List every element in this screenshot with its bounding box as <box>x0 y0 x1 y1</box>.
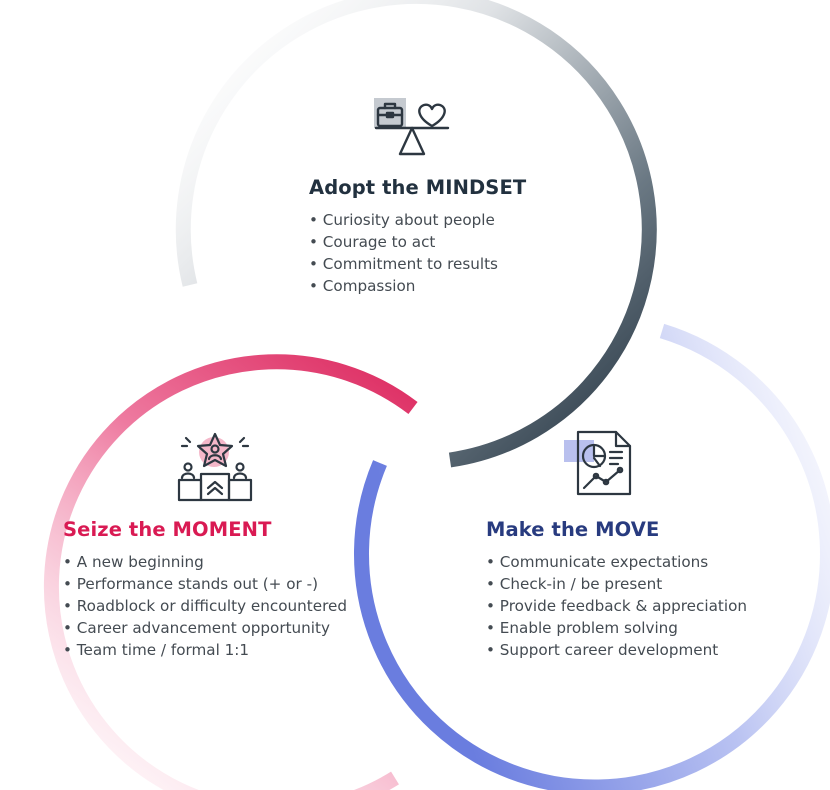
moment-title: Seize the MOMENT <box>63 518 347 541</box>
list-item: Curiosity about people <box>309 209 526 231</box>
list-item: Courage to act <box>309 231 526 253</box>
moment-title-prefix: Seize the <box>63 518 173 541</box>
moment-section: Seize the MOMENT A new beginning Perform… <box>63 518 347 661</box>
ring-mindset <box>175 0 657 468</box>
list-item: Check-in / be present <box>486 573 747 595</box>
moment-title-emphasis: MOMENT <box>172 518 272 541</box>
move-section: Make the MOVE Communicate expectations C… <box>486 518 747 661</box>
list-item: Roadblock or difficulty encountered <box>63 595 347 617</box>
mindset-section: Adopt the MINDSET Curiosity about people… <box>309 176 526 297</box>
star-podium-icon <box>177 432 253 502</box>
list-item: Team time / formal 1:1 <box>63 639 347 661</box>
move-title: Make the MOVE <box>486 518 747 541</box>
list-item: Career advancement opportunity <box>63 617 347 639</box>
list-item: Commitment to results <box>309 253 526 275</box>
list-item: Performance stands out (+ or -) <box>63 573 347 595</box>
list-item: Communicate expectations <box>486 551 747 573</box>
move-list: Communicate expectations Check-in / be p… <box>486 551 747 661</box>
list-item: Compassion <box>309 275 526 297</box>
balance-scale-briefcase-heart-icon <box>374 98 450 156</box>
list-item: A new beginning <box>63 551 347 573</box>
mindset-title: Adopt the MINDSET <box>309 176 526 199</box>
ring-moment <box>43 354 418 790</box>
move-title-emphasis: MOVE <box>595 518 660 541</box>
list-item: Provide feedback & appreciation <box>486 595 747 617</box>
moment-list: A new beginning Performance stands out (… <box>63 551 347 661</box>
report-chart-icon <box>564 430 632 496</box>
list-item: Enable problem solving <box>486 617 747 639</box>
ring-move <box>354 323 830 790</box>
move-title-prefix: Make the <box>486 518 596 541</box>
mindset-list: Curiosity about people Courage to act Co… <box>309 209 526 297</box>
mindset-title-prefix: Adopt the <box>309 176 426 199</box>
list-item: Support career development <box>486 639 747 661</box>
mindset-title-emphasis: MINDSET <box>425 176 527 199</box>
